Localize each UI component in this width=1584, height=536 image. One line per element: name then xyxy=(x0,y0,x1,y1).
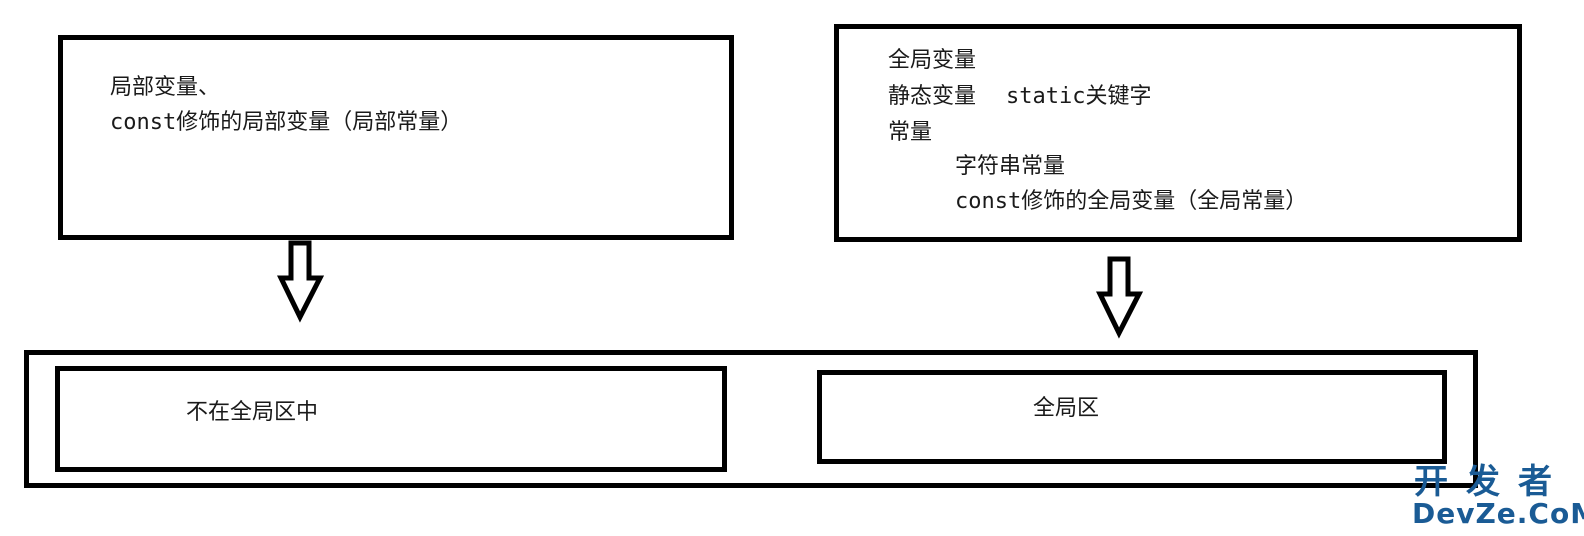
not-global-area-label: 不在全局区中 xyxy=(186,400,319,425)
const-keyword: const xyxy=(110,110,177,135)
global-variables-box xyxy=(834,24,1522,242)
down-arrow-right xyxy=(1096,256,1144,339)
const-local-text: const修饰的局部变量（局部常量） xyxy=(110,112,462,134)
local-variables-label: 局部变量、 xyxy=(110,75,221,100)
const-global-text: const修饰的全局变量（全局常量） xyxy=(955,191,1307,213)
watermark-top: 开发者 xyxy=(1414,462,1570,502)
down-arrow-left xyxy=(277,240,325,323)
local-variables-text: 局部变量、 xyxy=(110,77,220,99)
const-keyword: const xyxy=(955,189,1022,214)
constants-label: 常量 xyxy=(888,120,933,145)
static-variables-text: 静态变量 static关键字 xyxy=(888,86,1152,108)
global-area-label: 全局区 xyxy=(1033,396,1100,421)
const-global-label: 修饰的全局变量（全局常量） xyxy=(1021,189,1308,214)
watermark-bottom: DevZe.CoM xyxy=(1412,497,1584,530)
global-area-box xyxy=(817,370,1447,464)
static-keyword: static xyxy=(1006,84,1086,109)
static-keyword-label: 关键字 xyxy=(1085,84,1152,109)
global-variables-label: 全局变量 xyxy=(888,48,977,73)
const-local-label: 修饰的局部变量（局部常量） xyxy=(176,110,463,135)
local-variables-box xyxy=(58,35,734,240)
not-global-area-box xyxy=(55,366,727,472)
string-constants-label: 字符串常量 xyxy=(955,154,1066,179)
static-variables-label: 静态变量 xyxy=(888,84,977,109)
